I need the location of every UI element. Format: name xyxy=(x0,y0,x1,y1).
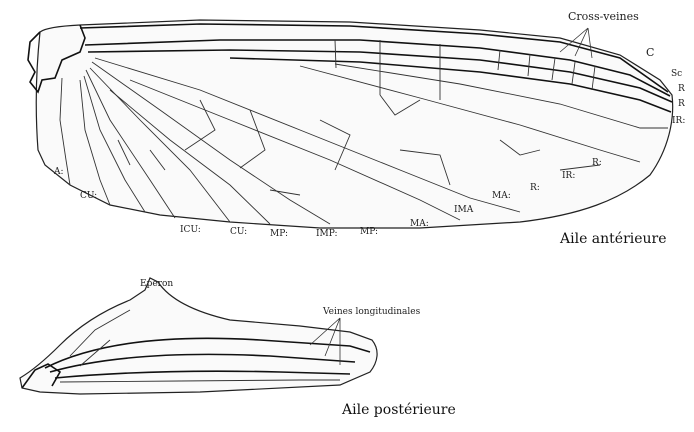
label-cu: CU: xyxy=(80,191,97,201)
label-ma: MA: xyxy=(492,191,511,201)
label-mp: MP: xyxy=(360,227,378,237)
label-ma: MA: xyxy=(410,219,429,229)
longitudinal-veins-label: Veines longitudinales xyxy=(322,307,421,317)
label-r: R xyxy=(678,84,685,94)
hindwing xyxy=(20,278,377,394)
cross-veins-label: Cross-veines xyxy=(568,10,639,23)
label-icu: ICU: xyxy=(180,225,201,235)
label-imp: IMP: xyxy=(316,229,338,239)
forewing xyxy=(28,20,673,228)
label-r: R: xyxy=(592,158,602,168)
spur-label: Eperon xyxy=(140,279,173,289)
label-r: R xyxy=(678,99,685,109)
label-a: A: xyxy=(53,167,64,177)
label-ir: IR: xyxy=(672,116,685,126)
label-r: R: xyxy=(530,183,540,193)
label-cu: CU: xyxy=(230,227,247,237)
label-ima: IMA xyxy=(454,205,474,215)
forewing-caption: Aile antérieure xyxy=(559,231,667,247)
label-c: C xyxy=(646,46,654,59)
label-ir: IR: xyxy=(562,171,575,181)
hindwing-caption: Aile postérieure xyxy=(341,402,456,418)
label-mp: MP: xyxy=(270,229,288,239)
label-sc: Sc xyxy=(671,69,682,79)
